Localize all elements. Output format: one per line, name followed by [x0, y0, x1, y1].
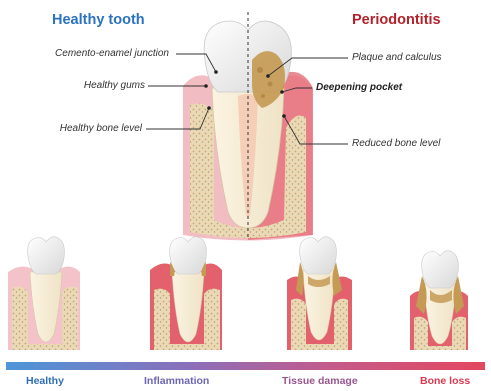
label-cemento-enamel-junction: Cemento-enamel junction [55, 48, 169, 59]
stage-label-tissue-damage: Tissue damage [282, 375, 358, 387]
stage-label-bone-loss: Bone loss [420, 375, 470, 387]
healthy-tooth-title: Healthy tooth [52, 12, 145, 28]
label-reduced-bone-level: Reduced bone level [352, 138, 440, 149]
progression-gradient-bar [6, 362, 485, 370]
main-tooth-illustration [183, 12, 313, 241]
label-healthy-bone-level: Healthy bone level [60, 123, 142, 134]
stage-label-healthy: Healthy [26, 375, 64, 387]
stage-bone-loss-tooth [410, 251, 468, 350]
label-healthy-gums: Healthy gums [84, 80, 145, 91]
stage-healthy-tooth [8, 237, 80, 350]
stage-inflammation-tooth [150, 237, 222, 350]
label-deepening-pocket: Deepening pocket [316, 82, 402, 93]
label-plaque-and-calculus: Plaque and calculus [352, 52, 442, 63]
periodontitis-title: Periodontitis [352, 12, 441, 28]
stage-label-inflammation: Inflammation [144, 375, 209, 387]
stage-tissue-damage-tooth [287, 237, 352, 350]
